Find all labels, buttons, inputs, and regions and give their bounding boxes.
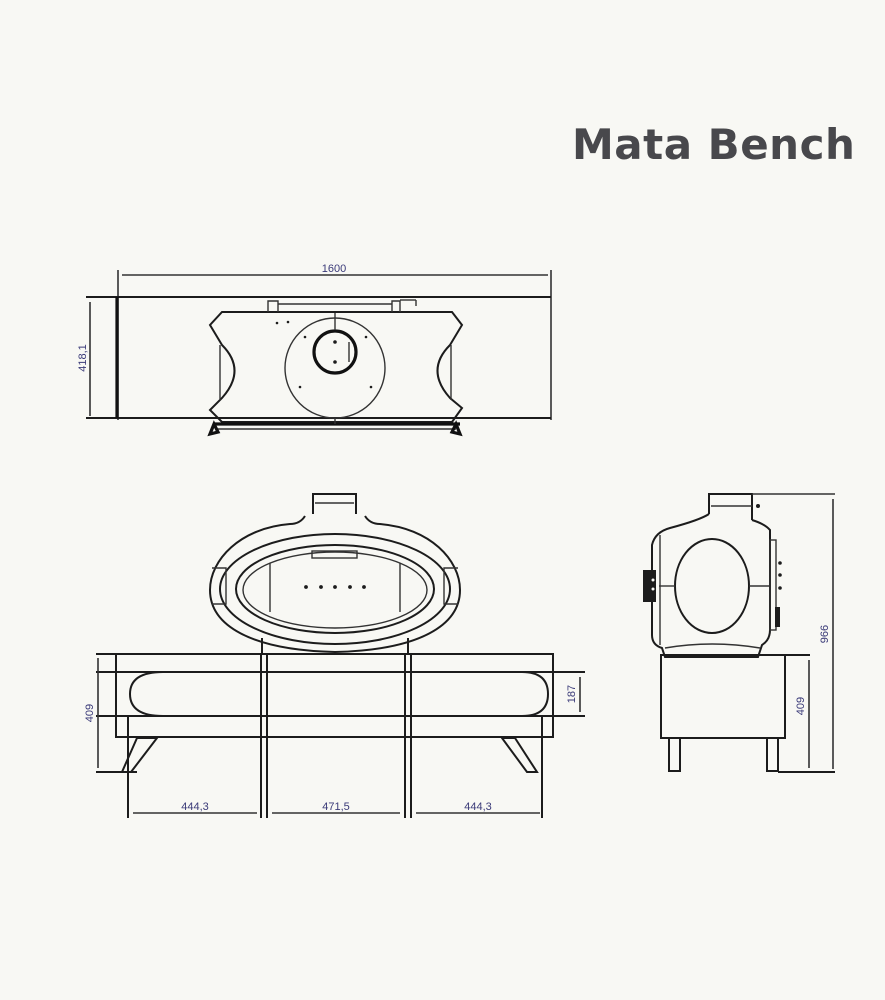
- dimension-segment-right: 444,3: [464, 801, 492, 813]
- top-view: 1600 418,1: [77, 263, 552, 437]
- dimension-cushion-height: 187: [566, 685, 578, 703]
- dimension-segment-left: 444,3: [181, 801, 209, 813]
- dimension-width-top: 1600: [322, 263, 346, 275]
- dimension-depth-top: 418,1: [77, 344, 89, 372]
- page-title: Mata Bench: [572, 120, 856, 169]
- dimension-segment-middle: 471,5: [322, 801, 350, 813]
- dimension-bench-height-side: 409: [795, 697, 807, 715]
- dimension-bench-height-front: 409: [84, 704, 96, 722]
- dimension-total-height: 966: [819, 625, 831, 643]
- front-view: 409 187 444,3 471,5 444,3: [84, 493, 585, 818]
- side-view: 409 966: [643, 493, 835, 773]
